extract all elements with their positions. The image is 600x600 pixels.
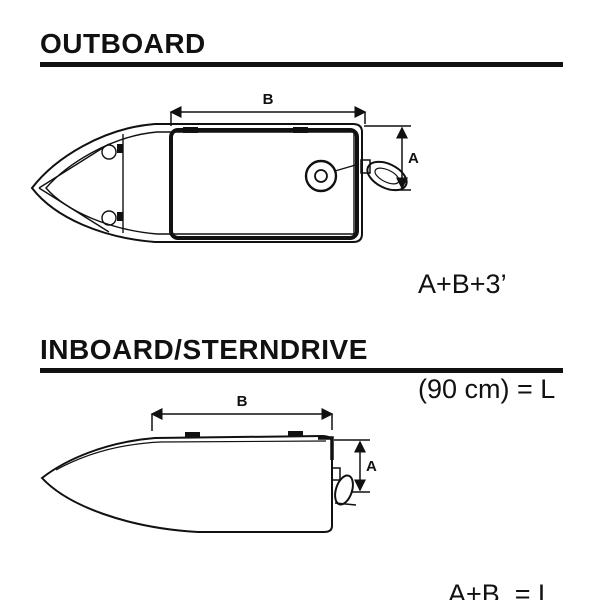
inboard-heading: INBOARD/STERNDRIVE <box>40 334 368 365</box>
dimension-a-label: A <box>408 150 419 167</box>
bow-hatch-circle-bottom <box>101 210 117 226</box>
sterndrive-lower-unit <box>334 474 354 506</box>
dimension-b <box>169 106 367 126</box>
dimension-b-label: B <box>263 91 274 108</box>
hull-outline <box>30 123 363 243</box>
transom-bracket <box>318 436 334 460</box>
bow-cleat-bottom <box>117 212 123 221</box>
inboard-formula: A+B = L <box>448 507 553 600</box>
inboard-boat-sideview-diagram: B A <box>40 393 377 533</box>
bow-hatch-circle-top <box>101 144 117 160</box>
inboard-divider <box>40 368 563 373</box>
steering-wheel-hub <box>314 169 328 183</box>
sterndrive-fin <box>334 502 357 506</box>
outboard-divider <box>40 62 563 67</box>
deck-cleat-right <box>288 431 303 437</box>
rub-rail-line <box>55 440 327 471</box>
outboard-boat-topview-diagram: B A <box>30 91 419 243</box>
steering-link-line <box>334 163 360 172</box>
outboard-motor-clamp <box>360 159 371 174</box>
boat-topview <box>30 123 408 243</box>
bow-deck-lines <box>38 134 124 233</box>
outboard-formula-line-2: (90 cm) = L <box>418 374 556 404</box>
inboard-formula-line-1: A+B = L <box>448 579 554 600</box>
outboard-formula-line-1: A+B+3’ <box>418 269 507 299</box>
dimension-b-label: B <box>237 393 248 410</box>
outboard-heading: OUTBOARD <box>40 28 206 59</box>
steering-wheel-outer <box>304 159 338 193</box>
hull-profile-outline <box>40 434 333 533</box>
deck-cleat-left <box>185 432 200 438</box>
gunwale-cleat-right <box>293 127 308 133</box>
cockpit-outline <box>169 128 359 240</box>
gunwale-cleat-left <box>183 127 198 133</box>
dimension-b <box>150 408 334 431</box>
dimension-a <box>364 125 411 191</box>
bow-cleat-top <box>117 144 123 153</box>
outboard-formula: A+B+3’ (90 cm) = L <box>418 197 555 477</box>
sterndrive-mount <box>331 467 341 481</box>
boat-sideview <box>40 431 357 533</box>
dimension-a <box>334 439 370 493</box>
dimension-a-label: A <box>366 458 377 475</box>
